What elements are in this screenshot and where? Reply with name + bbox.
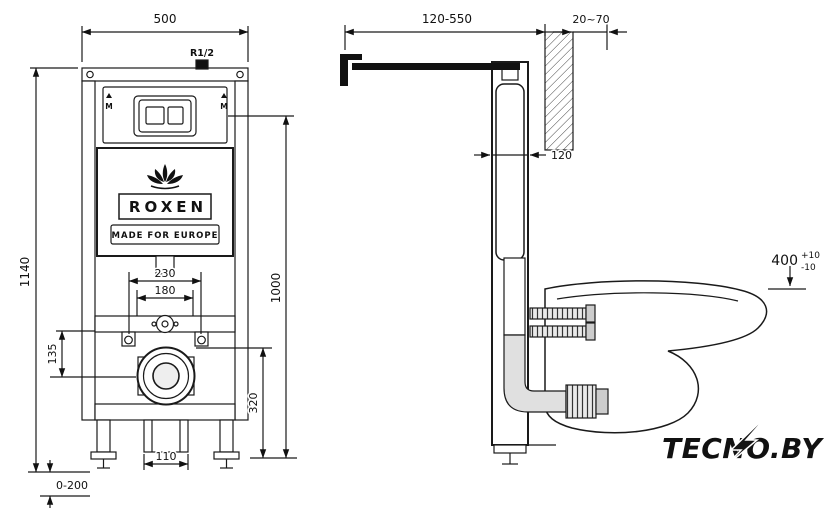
svg-text:120: 120: [551, 149, 572, 162]
adjust-arrow-left-icon: [106, 93, 112, 98]
mid-crossbar-fittings: [121, 314, 209, 347]
dim-inlet-to-drain: 135: [45, 330, 136, 378]
front-view: R1/2 M M ROXEN: [17, 11, 297, 508]
svg-text:230: 230: [155, 267, 176, 280]
svg-text:120-550: 120-550: [422, 12, 472, 26]
svg-text:500: 500: [154, 12, 177, 26]
lotus-logo-icon: [147, 164, 183, 190]
dim-floor-to-drain: 320: [196, 347, 297, 459]
thread-label: R1/2: [190, 48, 214, 59]
svg-text:320: 320: [247, 393, 260, 414]
dim-bracket-reach: 120-550: [344, 11, 546, 50]
bottom-outlet-duct: [143, 419, 189, 453]
svg-text:+10: +10: [801, 251, 820, 261]
drain-coupling: [565, 384, 609, 419]
plate-mark-right: M: [220, 102, 227, 111]
frame-structure: [81, 67, 249, 469]
dim-front-height: 1140: [17, 67, 90, 473]
dim-wall-finish: 20~70: [553, 12, 627, 50]
plate-mark-left: M: [105, 102, 112, 111]
wall-bracket-arm: [340, 54, 520, 86]
dim-frame-depth: 120: [474, 148, 574, 164]
dim-fixing-outer: 230: [128, 266, 202, 334]
dim-feet-adjust: 0-200: [40, 460, 90, 508]
svg-text:110: 110: [156, 450, 177, 463]
svg-text:135: 135: [46, 344, 59, 365]
adjust-arrow-right-icon: [221, 93, 227, 98]
side-view: 120-550 20~70 120 400 +10 -10: [340, 11, 822, 465]
brand-name: ROXEN: [129, 198, 207, 216]
fixing-studs: [529, 304, 596, 341]
dim-outlet-width: 110: [143, 449, 189, 470]
dim-front-width: 500: [81, 11, 249, 62]
watermark-logo: TECNO.BY: [662, 423, 824, 467]
brand-tagline: MADE FOR EUROPE: [112, 231, 219, 241]
dim-rim-height: 400 +10 -10: [768, 250, 822, 290]
svg-text:0-200: 0-200: [56, 479, 88, 492]
lightning-bolt-icon: [725, 423, 762, 467]
frame-side-profile: [491, 61, 556, 465]
svg-text:400: 400: [771, 253, 798, 269]
dim-fixing-inner: 180: [136, 283, 194, 316]
flush-plate-assembly: M M: [102, 86, 228, 144]
svg-text:20~70: 20~70: [572, 13, 609, 26]
svg-text:180: 180: [155, 284, 176, 297]
water-inlet-fitting: [195, 59, 209, 70]
wall-section: [544, 31, 574, 151]
dim-floor-to-panel: 1000: [228, 115, 294, 459]
svg-text:1000: 1000: [269, 273, 283, 304]
drain-assembly: [136, 346, 196, 406]
svg-text:1140: 1140: [18, 257, 32, 288]
svg-text:-10: -10: [801, 263, 816, 273]
cistern-box: ROXEN MADE FOR EUROPE: [96, 147, 234, 275]
